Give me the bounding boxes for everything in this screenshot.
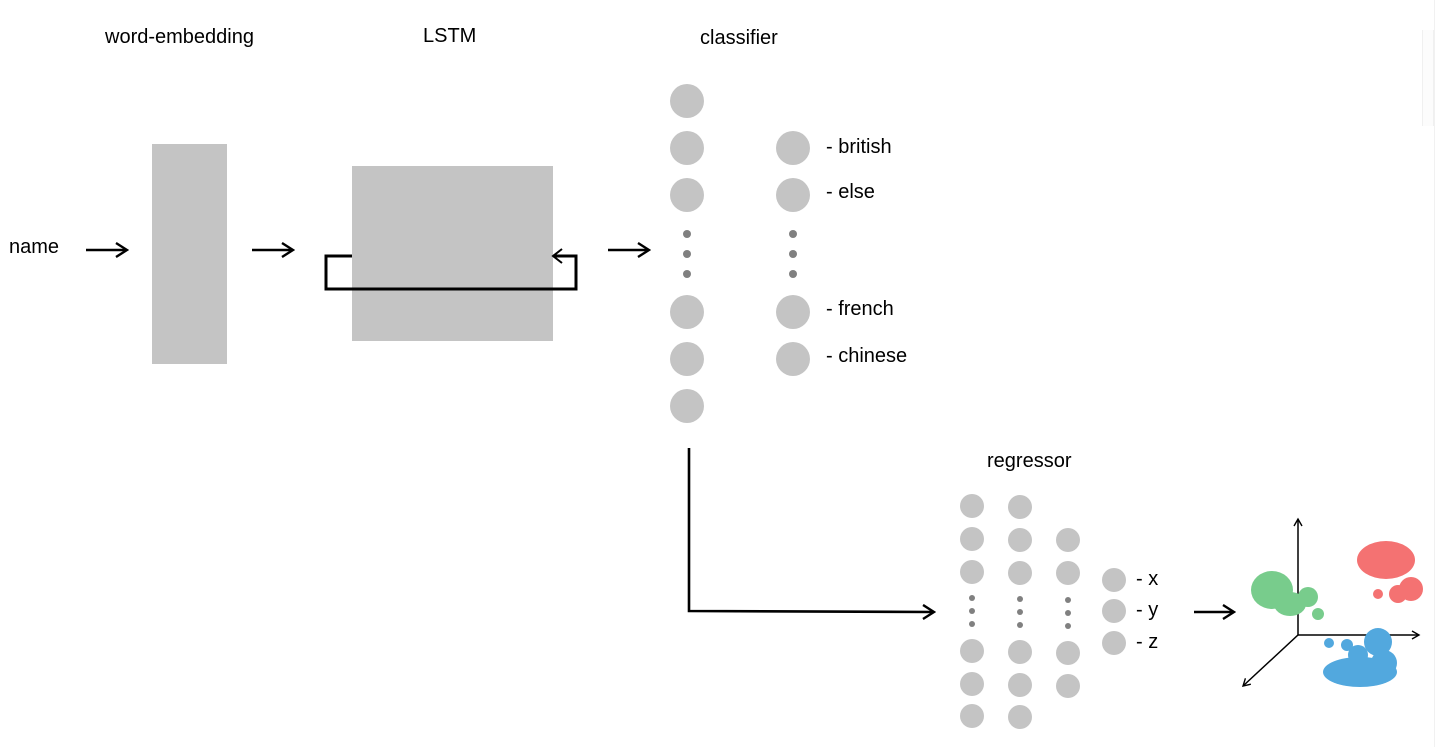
node	[776, 131, 810, 165]
classifier-hidden-layer	[670, 84, 704, 423]
class-label-british: - british	[826, 136, 892, 158]
vertical-ellipsis-icon	[1017, 609, 1023, 615]
node	[960, 704, 984, 728]
node	[1008, 673, 1032, 697]
node	[1102, 631, 1126, 655]
class-label-french: - french	[826, 298, 894, 320]
node	[670, 342, 704, 376]
reg-label-y: - y	[1136, 599, 1159, 621]
lstm-title: LSTM	[423, 25, 477, 47]
elbow-arrow	[687, 448, 934, 612]
node	[960, 639, 984, 663]
vertical-ellipsis-icon	[683, 270, 691, 278]
node	[1008, 640, 1032, 664]
node	[960, 527, 984, 551]
regressor-title: regressor	[987, 450, 1072, 472]
node	[1056, 528, 1080, 552]
cluster-blue	[1323, 628, 1397, 687]
node	[670, 178, 704, 212]
node	[1056, 674, 1080, 698]
vertical-ellipsis-icon	[789, 230, 797, 238]
node	[1102, 599, 1126, 623]
node	[670, 295, 704, 329]
node	[1008, 495, 1032, 519]
class-label-else: - else	[826, 181, 875, 203]
vertical-ellipsis-icon	[1017, 596, 1023, 602]
vertical-ellipsis-icon	[1065, 623, 1071, 629]
node	[1008, 528, 1032, 552]
node	[776, 342, 810, 376]
class-label-chinese: - chinese	[826, 345, 908, 367]
node	[670, 84, 704, 118]
node	[1102, 568, 1126, 592]
vertical-ellipsis-icon	[789, 250, 797, 258]
vertical-ellipsis-icon	[969, 608, 975, 614]
vertical-ellipsis-icon	[789, 270, 797, 278]
embedding-block	[152, 144, 227, 364]
classifier-output-layer	[776, 131, 810, 376]
classifier-title: classifier	[700, 27, 778, 49]
3d-axes-icon	[1241, 517, 1421, 687]
input-label: name	[9, 236, 60, 258]
reg-label-z: - z	[1136, 631, 1159, 653]
node	[776, 295, 810, 329]
loop-arrow-icon	[324, 248, 578, 291]
vertical-ellipsis-icon	[1065, 610, 1071, 616]
node	[776, 178, 810, 212]
node	[1008, 705, 1032, 729]
regressor-output-layer	[1102, 568, 1126, 655]
window-edge	[1434, 0, 1435, 747]
node	[670, 389, 704, 423]
node	[960, 494, 984, 518]
cluster-green	[1251, 571, 1324, 620]
vertical-ellipsis-icon	[969, 621, 975, 627]
vertical-ellipsis-icon	[1017, 622, 1023, 628]
embedding-title: word-embedding	[105, 26, 254, 48]
cluster-red	[1357, 541, 1423, 603]
regressor-layer-1	[960, 494, 984, 728]
vertical-ellipsis-icon	[683, 230, 691, 238]
node	[1056, 561, 1080, 585]
vertical-ellipsis-icon	[1065, 597, 1071, 603]
lstm-block	[352, 166, 553, 341]
scrollbar-thumb[interactable]	[1422, 30, 1434, 126]
regressor-layer-2	[1008, 495, 1032, 729]
vertical-ellipsis-icon	[969, 595, 975, 601]
node	[1056, 641, 1080, 665]
reg-label-x: - x	[1136, 568, 1159, 590]
vertical-ellipsis-icon	[683, 250, 691, 258]
node	[1008, 561, 1032, 585]
node	[960, 672, 984, 696]
node	[670, 131, 704, 165]
node	[960, 560, 984, 584]
regressor-layer-3	[1056, 528, 1080, 698]
